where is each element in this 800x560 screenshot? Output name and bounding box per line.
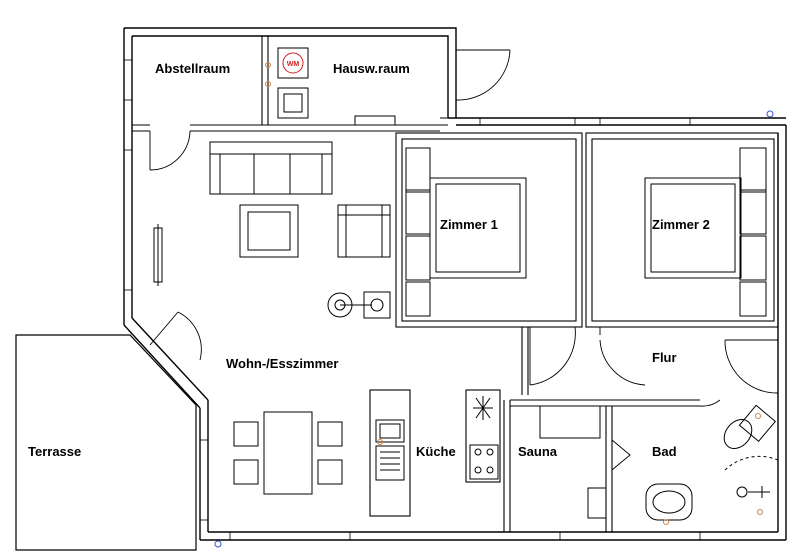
dining-table-icon [233,411,343,495]
shower-head-icon [736,486,770,498]
bed-zimmer1-icon [405,147,527,317]
coffee-table-icon [239,204,299,258]
interior-walls [132,36,779,532]
room-label-sauna: Sauna [518,444,558,459]
bed-zimmer2-icon [644,147,767,317]
room-label-zimmer1: Zimmer 1 [440,217,498,232]
room-label-terrasse: Terrasse [28,444,82,459]
utility-sink-icon [277,87,309,119]
lamp-icon [327,291,391,319]
fridge-icon [473,396,493,420]
armchair-icon [337,204,391,258]
sofa-icon [209,141,333,195]
sink-icon [375,419,405,481]
room-label-hauswirtschaftsraum: Hausw.raum [333,61,410,76]
sauna-bench-icon [539,406,607,519]
room-label-wohn-esszimmer: Wohn-/Esszimmer [226,356,339,371]
terrace-outline [15,334,197,551]
stove-icon [469,444,499,480]
washing-machine-label: WM [287,61,300,68]
room-label-abstellraum: Abstellraum [155,61,231,76]
toilet-icon [723,404,777,449]
room-label-bad: Bad [652,444,677,459]
doors [149,49,779,471]
outer-walls [123,27,787,541]
windows [124,59,701,540]
washing-machine-icon [277,47,309,79]
tv-icon [153,224,163,286]
room-label-kueche: Küche [416,444,456,459]
room-label-zimmer2: Zimmer 2 [652,217,710,232]
shower-icon [724,455,779,471]
washbasin-icon [645,483,693,521]
room-label-flur: Flur [652,350,677,365]
